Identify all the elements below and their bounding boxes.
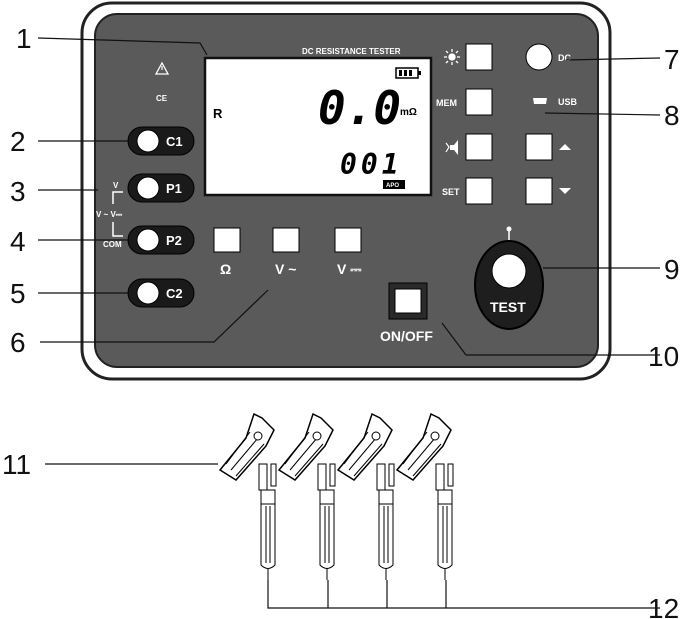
terminal-c1[interactable]: C1 <box>127 126 195 156</box>
p2-side-label: COM <box>103 240 122 249</box>
terminal-p1[interactable]: P1 <box>127 173 195 203</box>
ce-mark: CE <box>156 94 168 103</box>
callout-1: 1 <box>16 23 32 54</box>
lcd-display <box>203 56 433 197</box>
callout-5: 5 <box>10 278 26 309</box>
test-indicator-led <box>506 226 512 232</box>
test-label: TEST <box>490 299 526 315</box>
warning-icon <box>154 61 170 75</box>
callout-2: 2 <box>10 126 26 157</box>
set-button[interactable] <box>465 177 493 205</box>
lcd-badge-bg <box>383 180 405 189</box>
leader-lines <box>37 37 661 609</box>
dc-label: DC <box>558 53 571 63</box>
on-off-button[interactable] <box>394 288 422 314</box>
svg-text:P2: P2 <box>166 233 182 248</box>
vac-label: V ~ <box>275 261 296 277</box>
lcd-counter: 001 <box>340 148 403 181</box>
terminal-c2[interactable]: C2 <box>127 278 195 308</box>
panel-title: DC RESISTANCE TESTER <box>302 47 401 56</box>
alligator-clip-icon <box>336 412 395 580</box>
mem-label: MEM <box>436 98 457 108</box>
mem-button[interactable] <box>465 88 493 116</box>
callout-3: 3 <box>10 176 26 207</box>
p1-side-label: V <box>113 181 119 190</box>
battery-icon <box>395 67 421 79</box>
lcd-mode: R <box>213 106 223 121</box>
callout-12: 12 <box>648 593 679 619</box>
usb-label: USB <box>558 97 578 107</box>
speaker-icon <box>445 140 458 155</box>
callout-4: 4 <box>10 226 26 257</box>
set-label: SET <box>442 187 460 197</box>
backlight-button[interactable] <box>465 43 493 71</box>
ohm-key[interactable] <box>213 227 241 253</box>
alligator-clip-icon <box>218 412 277 580</box>
up-button[interactable] <box>525 133 553 161</box>
lcd-reading: 0.0 <box>318 81 401 135</box>
alligator-clip-icon <box>277 412 336 580</box>
svg-text:P1: P1 <box>166 181 182 196</box>
on-off-label: ON/OFF <box>380 328 433 344</box>
mid-label: V ~ V⎓ <box>96 210 123 219</box>
ohm-label: Ω <box>220 261 231 277</box>
speaker-button[interactable] <box>465 133 493 161</box>
svg-text:C2: C2 <box>166 286 183 301</box>
arrow-up-icon <box>559 144 571 150</box>
arrow-down-icon <box>559 188 571 194</box>
alligator-clip-icon <box>395 412 454 580</box>
bracket-p2 <box>112 222 123 237</box>
lcd-badge: APO <box>386 183 399 189</box>
down-button[interactable] <box>525 177 553 205</box>
callout-8: 8 <box>664 100 680 131</box>
callout-7: 7 <box>664 44 680 75</box>
bracket-p1 <box>112 191 123 204</box>
vdc-label: V ⎓ <box>337 261 362 277</box>
callout-10: 10 <box>648 341 679 372</box>
vdc-key[interactable] <box>334 227 362 253</box>
usb-port-icon[interactable] <box>533 98 547 104</box>
vac-key[interactable] <box>272 227 300 253</box>
svg-text:C1: C1 <box>166 134 183 149</box>
test-button[interactable] <box>491 253 527 289</box>
callout-11: 11 <box>2 449 31 480</box>
backlight-icon <box>444 49 460 65</box>
callout-6: 6 <box>10 327 26 358</box>
callout-9: 9 <box>664 254 680 285</box>
test-leads <box>218 412 454 580</box>
terminal-p2[interactable]: P2 <box>127 225 195 255</box>
dc-jack[interactable] <box>525 43 553 71</box>
lcd-unit: mΩ <box>400 107 417 118</box>
